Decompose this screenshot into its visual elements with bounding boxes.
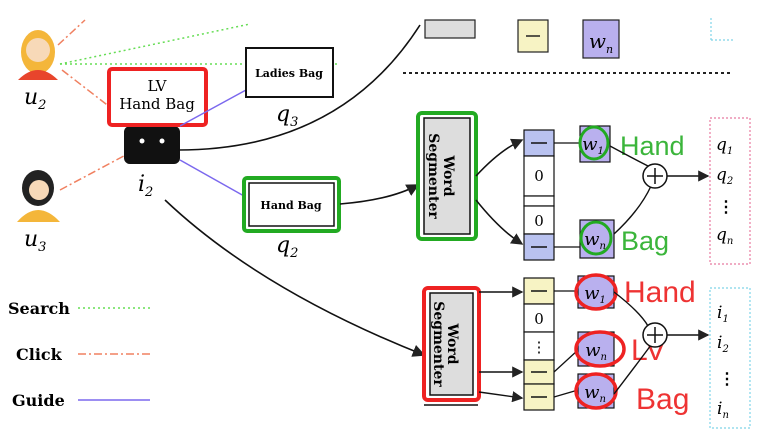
query-output-box — [709, 117, 751, 265]
item-output-in: in — [717, 399, 729, 421]
item-i2-label: i2 — [138, 172, 153, 200]
svg-text:⋮: ⋮ — [532, 338, 547, 356]
query-q2-text: Hand Bag — [260, 199, 321, 212]
curve-bag-to-top — [177, 24, 421, 151]
svg-text:wn: wn — [584, 229, 606, 252]
svg-text:⋮: ⋮ — [719, 369, 735, 388]
top-partial-row: wn — [424, 18, 735, 59]
legend-search-label: Search — [8, 299, 70, 318]
query-q2-label: q2 — [276, 233, 298, 261]
query-sum-node — [642, 163, 668, 189]
query-vector-column: 0 0 — [523, 129, 555, 261]
item-word-node-n: wn — [574, 372, 618, 410]
guide-edge-q3 — [179, 89, 247, 127]
item-vector-column: 0 ⋮ — [523, 277, 555, 411]
svg-text:wn: wn — [585, 340, 607, 363]
query-output-q1: q1 — [716, 135, 733, 157]
svg-text:w1: w1 — [582, 134, 604, 157]
svg-text:wn: wn — [584, 382, 606, 405]
user-u2-label: u2 — [24, 85, 46, 113]
query-word-node-1: w1 — [578, 125, 611, 163]
svg-text:w1: w1 — [584, 283, 606, 306]
guide-edge-q2 — [179, 159, 245, 197]
item-segmenter-line1: Word — [444, 322, 460, 364]
item-title-line1: LV — [147, 77, 167, 95]
query-output-q2: q2 — [716, 165, 733, 187]
query-segmenter-line2: Segmenter — [425, 133, 441, 219]
query-annotation-hand: Hand — [620, 131, 685, 161]
item-sum-node — [642, 322, 668, 348]
top-word-label: wn — [589, 29, 613, 56]
query-segmenter-line1: Word — [440, 154, 456, 196]
query-q2-inner — [248, 182, 335, 227]
item-annotation-hand: Hand — [624, 276, 696, 309]
user-u3-label: u3 — [24, 227, 46, 255]
svg-text:0: 0 — [534, 167, 544, 185]
top-partial-box — [424, 19, 476, 39]
query-q3-text: Ladies Bag — [255, 67, 323, 80]
query-q3-label: q3 — [276, 102, 298, 130]
search-edge-u2 — [59, 23, 251, 65]
click-edge-u3 — [59, 149, 136, 191]
svg-text:⋮: ⋮ — [718, 197, 734, 216]
edge-i2-to-segmenter — [164, 199, 426, 357]
query-q3-box — [245, 47, 334, 98]
user-u3-avatar — [17, 170, 60, 222]
item-word-node-1: w1 — [574, 273, 618, 311]
item-annotation-bag: Bag — [636, 383, 689, 416]
item-title-line2: Hand Bag — [119, 95, 195, 113]
user-u2-avatar — [18, 30, 58, 80]
legend-guide-label: Guide — [12, 391, 65, 410]
item-word-node-n-mid: wn — [574, 330, 626, 368]
item-output-i2: i2 — [717, 333, 729, 355]
edge-q2-to-segmenter — [339, 184, 420, 205]
top-partial-cell — [517, 19, 549, 53]
svg-text:0: 0 — [534, 310, 544, 328]
item-output-box — [709, 287, 751, 429]
top-partial-word-node — [582, 19, 620, 59]
item-output-i1: i1 — [717, 303, 729, 325]
query-output-qn: qn — [716, 225, 733, 247]
query-annotation-bag: Bag — [621, 226, 669, 256]
legend-click-label: Click — [16, 345, 63, 364]
item-segmenter: Word Segmenter — [422, 286, 481, 402]
query-segmenter: Word Segmenter — [416, 111, 478, 241]
item-segmenter-line2: Segmenter — [430, 301, 446, 387]
query-word-node-n: wn — [579, 219, 615, 259]
svg-text:0: 0 — [534, 212, 544, 230]
item-title-box — [107, 67, 208, 127]
legend: Search Click Guide — [8, 299, 150, 410]
click-edge-u2-top — [57, 19, 86, 46]
